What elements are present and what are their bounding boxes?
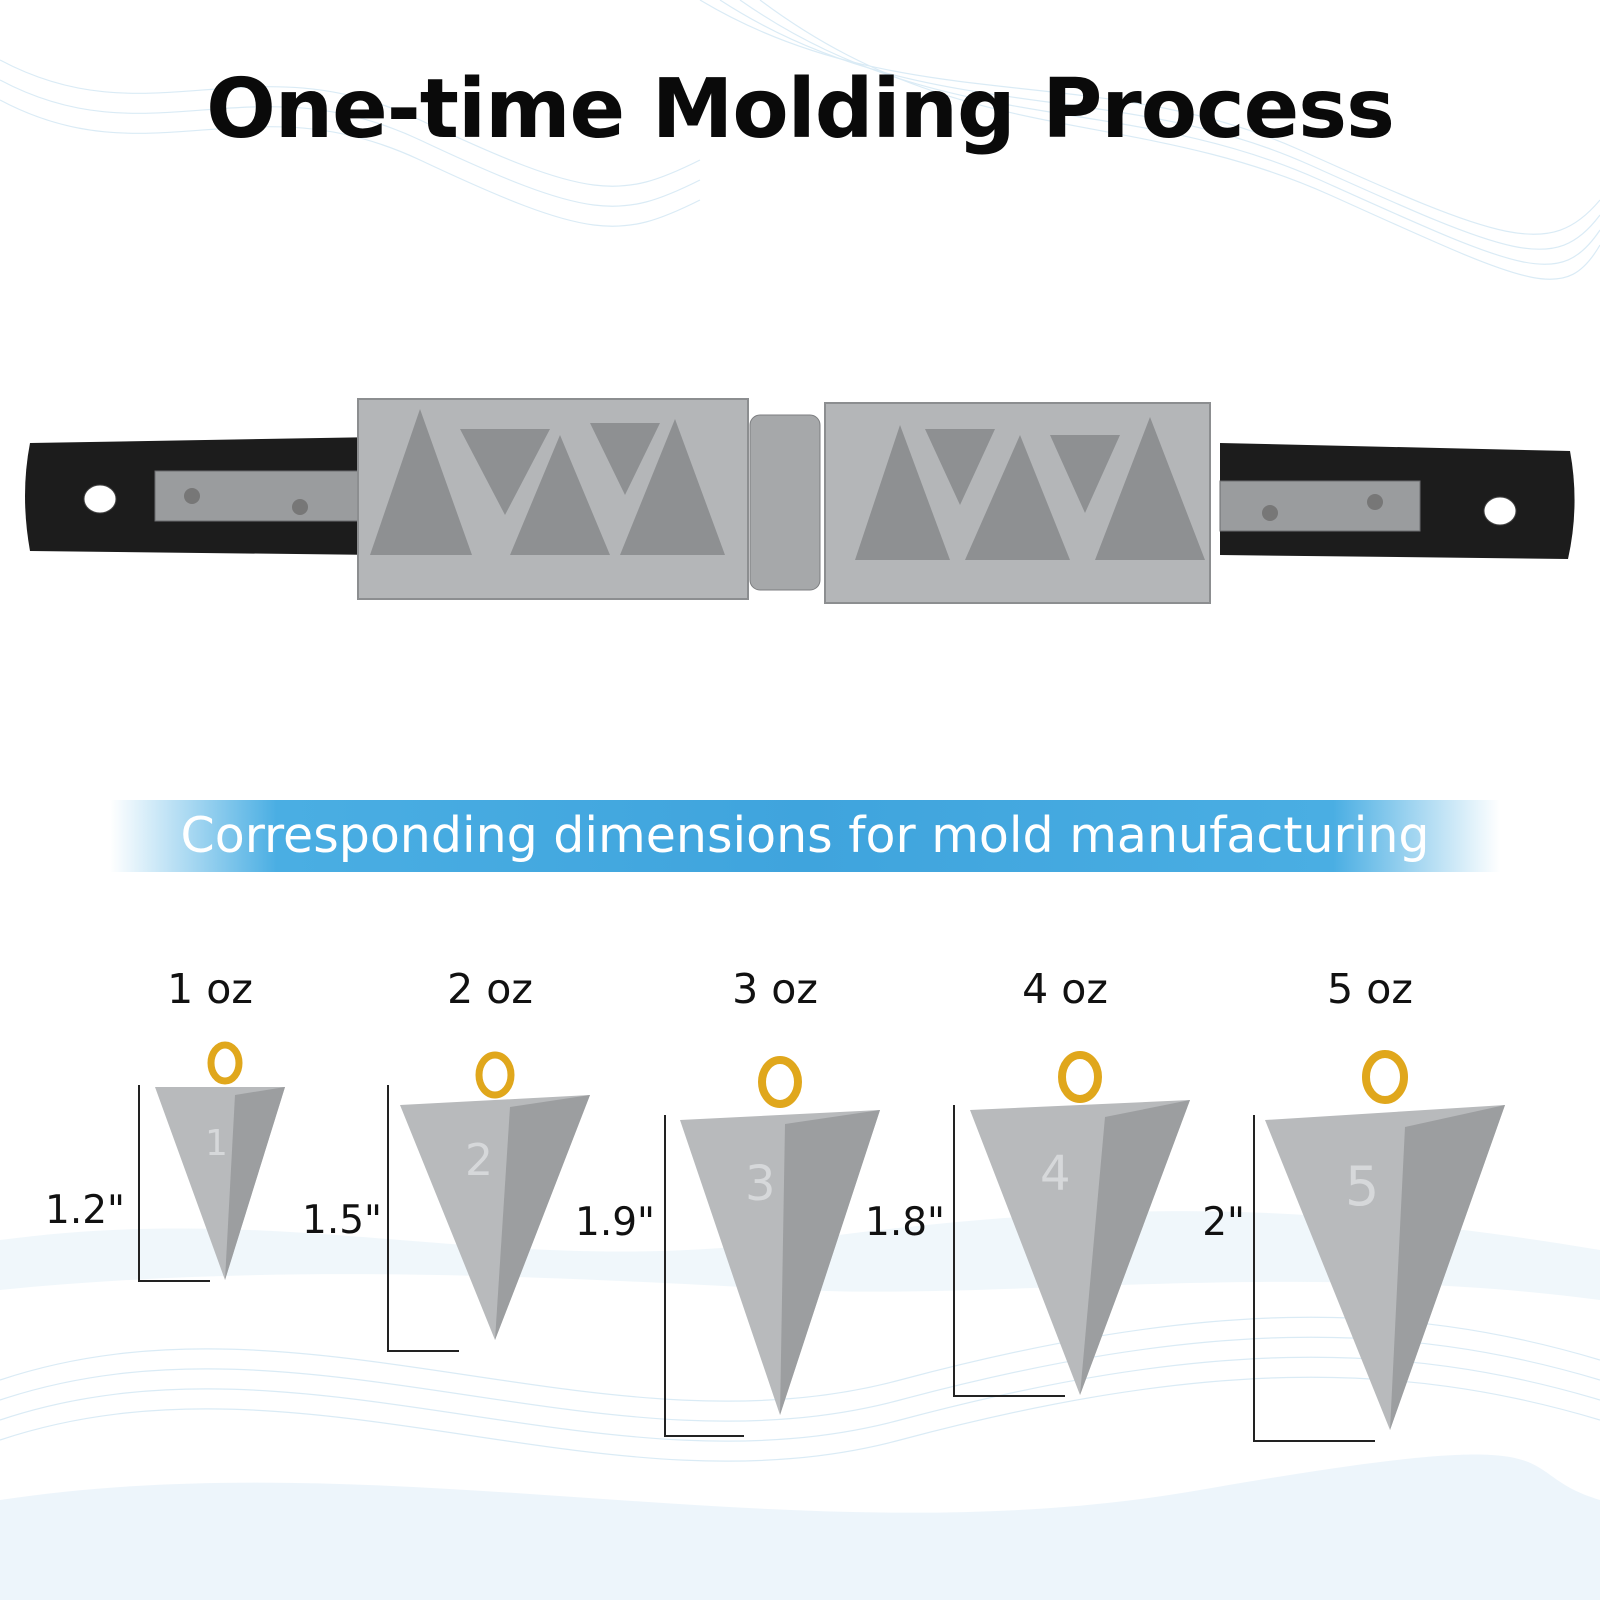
svg-text:5: 5 (1345, 1155, 1379, 1218)
sinker-2-image: 2 (400, 1051, 590, 1340)
height-label: 2" (1202, 1200, 1245, 1245)
height-label: 1.2" (45, 1188, 125, 1233)
height-label: 1.8" (865, 1200, 945, 1245)
height-bracket (387, 1085, 459, 1352)
sinker-4-image: 4 (970, 1051, 1190, 1395)
info-banner: Corresponding dimensions for mold manufa… (110, 800, 1500, 872)
height-bracket (953, 1105, 1065, 1397)
sinker-mold-image (25, 398, 1575, 604)
height-bracket (1253, 1115, 1375, 1442)
weight-label: 5 oz (1327, 965, 1413, 1013)
height-label: 1.9" (575, 1200, 655, 1245)
height-bracket (138, 1085, 210, 1282)
sinker-5-image: 5 (1265, 1050, 1505, 1430)
svg-text:2: 2 (465, 1135, 493, 1186)
svg-text:1: 1 (205, 1123, 228, 1164)
weight-label: 3 oz (732, 965, 818, 1013)
svg-text:4: 4 (1040, 1146, 1071, 1202)
sinker-3-image: 3 (680, 1056, 880, 1415)
height-label: 1.5" (302, 1198, 382, 1243)
weight-label: 2 oz (447, 965, 533, 1013)
banner-text: Corresponding dimensions for mold manufa… (180, 807, 1430, 864)
page-title: One-time Molding Process (206, 62, 1395, 157)
svg-text:3: 3 (745, 1156, 776, 1212)
weight-label: 1 oz (167, 965, 253, 1013)
weight-label: 4 oz (1022, 965, 1108, 1013)
height-bracket (664, 1115, 744, 1437)
sinker-1-image: 1 (155, 1041, 285, 1280)
